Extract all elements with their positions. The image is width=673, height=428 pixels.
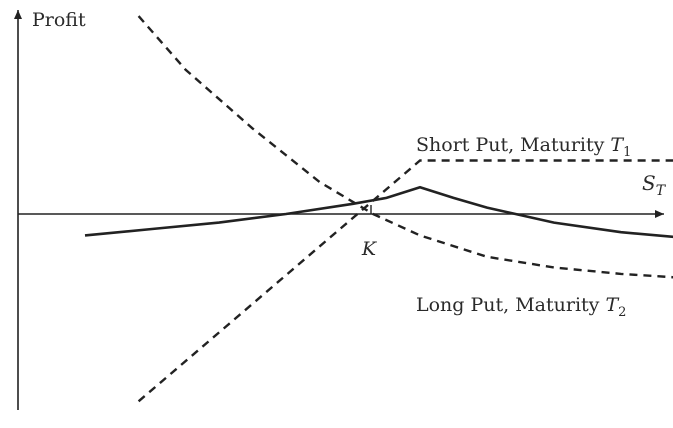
x-axis-label: ST [642, 171, 667, 199]
y-axis-label: Profit [32, 9, 86, 31]
series-line-short-put [137, 159, 673, 403]
series-label-long-put: Long Put, Maturity T2 [416, 294, 626, 320]
series-line-combined-profit [84, 185, 673, 239]
series-label-short-put: Short Put, Maturity T1 [416, 134, 631, 160]
series-line-long-put [137, 15, 673, 279]
strike-label: K [361, 238, 378, 260]
